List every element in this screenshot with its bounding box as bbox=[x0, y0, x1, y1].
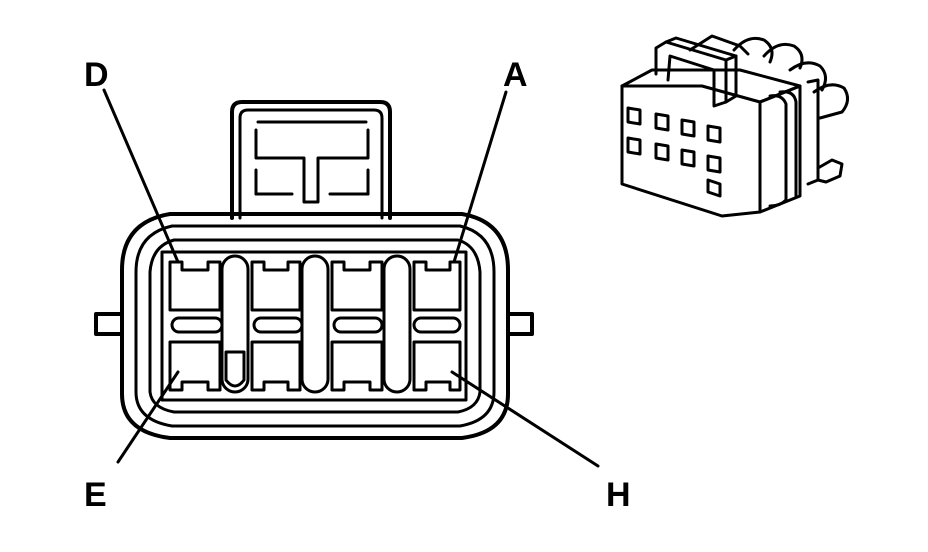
bottom-cavity-row bbox=[168, 340, 462, 392]
cavity bbox=[412, 260, 462, 312]
seal-ring bbox=[134, 224, 496, 428]
right-ear bbox=[506, 312, 534, 336]
cavity bbox=[330, 260, 384, 312]
center-slots bbox=[170, 316, 462, 334]
top-cavity-row bbox=[168, 260, 462, 312]
leader-line-h bbox=[450, 370, 600, 468]
cavity bbox=[412, 340, 462, 392]
inner-face bbox=[148, 238, 482, 414]
outer-housing bbox=[120, 212, 510, 440]
connector-face-view: D A E H bbox=[84, 56, 631, 514]
locking-tab bbox=[230, 100, 392, 220]
leader-line-e bbox=[116, 370, 180, 464]
pin-label-e: E bbox=[84, 476, 107, 514]
cavity bbox=[168, 260, 222, 312]
left-ear bbox=[94, 312, 124, 336]
pin-label-d: D bbox=[84, 56, 109, 94]
cavity bbox=[168, 340, 222, 392]
iso-latch bbox=[654, 40, 728, 108]
inner-frame bbox=[160, 250, 468, 402]
cavity bbox=[250, 260, 302, 312]
pin-label-h: H bbox=[606, 476, 631, 514]
connector-isometric-view bbox=[620, 34, 849, 218]
leader-line-a bbox=[452, 90, 508, 264]
leader-line-d bbox=[102, 88, 180, 264]
iso-cavities bbox=[626, 106, 722, 198]
cavity bbox=[330, 340, 384, 392]
leader-lines bbox=[102, 88, 600, 468]
iso-side-face bbox=[758, 84, 802, 214]
pin-label-a: A bbox=[503, 56, 528, 94]
cavity bbox=[250, 340, 302, 392]
